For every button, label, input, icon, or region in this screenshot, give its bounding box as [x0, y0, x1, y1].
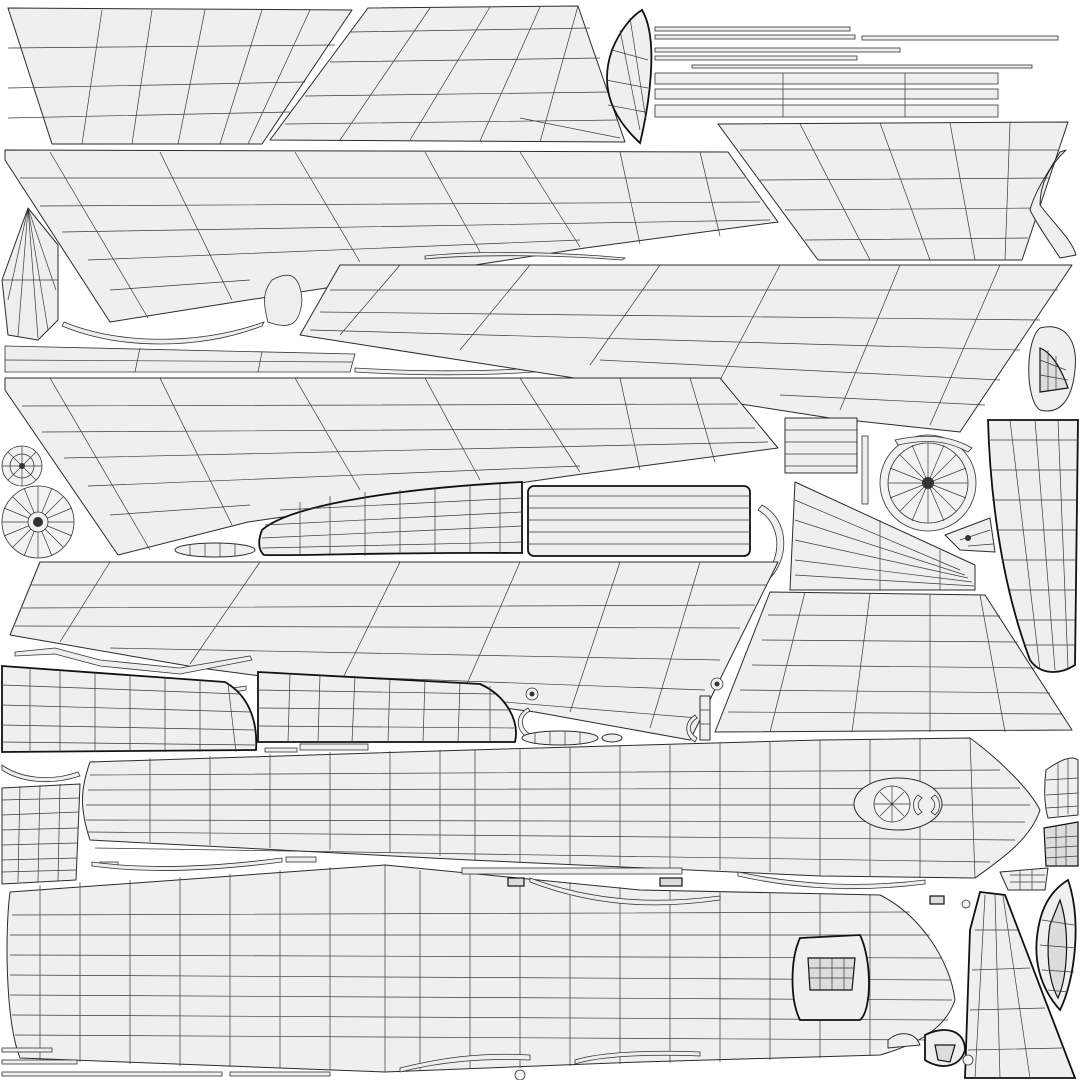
engine-disc-small: [1, 445, 43, 487]
strip-lower-c: [659, 877, 683, 887]
small-wedge-right: [944, 517, 996, 553]
small-round-lower: [961, 899, 971, 909]
small-panel-block: [784, 417, 858, 474]
arc-piece-8: [1, 764, 81, 783]
nacelle-left: [1, 665, 258, 753]
strip-lower-b: [507, 877, 525, 887]
small-strip-b: [299, 743, 369, 751]
ring-piece-1: [264, 274, 303, 326]
thin-bar-vertical: [861, 435, 869, 505]
fin-tall-right: [987, 419, 1079, 673]
arc-piece-5: [894, 435, 973, 453]
small-strip-a: [264, 747, 298, 753]
nacelle-mid: [257, 671, 517, 743]
tailplane-right: [717, 121, 1069, 261]
long-wing-panel-4: [9, 561, 779, 741]
engine-disc-right: [879, 434, 977, 532]
arc-piece-1: [61, 321, 265, 345]
arc-lower-b: [737, 871, 926, 890]
strip-lower-a: [461, 867, 683, 875]
small-wedge-lower: [999, 867, 1049, 891]
nacelle-center: [258, 481, 523, 557]
small-round-bits: [517, 677, 724, 746]
engine-disc-large: [1, 485, 75, 559]
panel-rounded: [527, 485, 751, 557]
small-grid-lower: [1010, 869, 1045, 890]
arc-lower-a: [529, 877, 721, 906]
wing-upper-center: [269, 5, 626, 143]
long-wing-panel-2: [299, 264, 1073, 433]
fuselage-lower: [6, 864, 956, 1073]
bottom-misc-parts: [1, 1029, 974, 1080]
flat-strip-left: [4, 345, 356, 373]
flap-right: [714, 591, 1073, 733]
wing-upper-left: [7, 7, 353, 145]
fuselage-upper: [82, 737, 1041, 879]
arc-piece-9: [91, 857, 283, 871]
nose-cone: [1, 207, 59, 341]
lens-piece-1: [174, 542, 256, 558]
arc-piece-6: [14, 647, 253, 675]
thin-strips: [654, 26, 1059, 118]
fin-triangle: [789, 481, 976, 591]
vertical-fin-bottom-right: [964, 891, 1077, 1079]
small-block-lower: [929, 895, 945, 905]
left-block-1: [1, 783, 81, 885]
oval-piece-right: [1028, 326, 1076, 412]
small-strip-d: [285, 856, 317, 863]
rudder-blade-bottom: [1035, 878, 1077, 1012]
long-wing-panel-1: [4, 149, 779, 323]
small-parts-right: [1043, 757, 1079, 867]
rudder-blade-top: [605, 8, 653, 145]
twisted-strip: [1029, 149, 1077, 259]
long-wing-panel-3: [4, 377, 779, 556]
arc-piece-2: [424, 251, 627, 261]
